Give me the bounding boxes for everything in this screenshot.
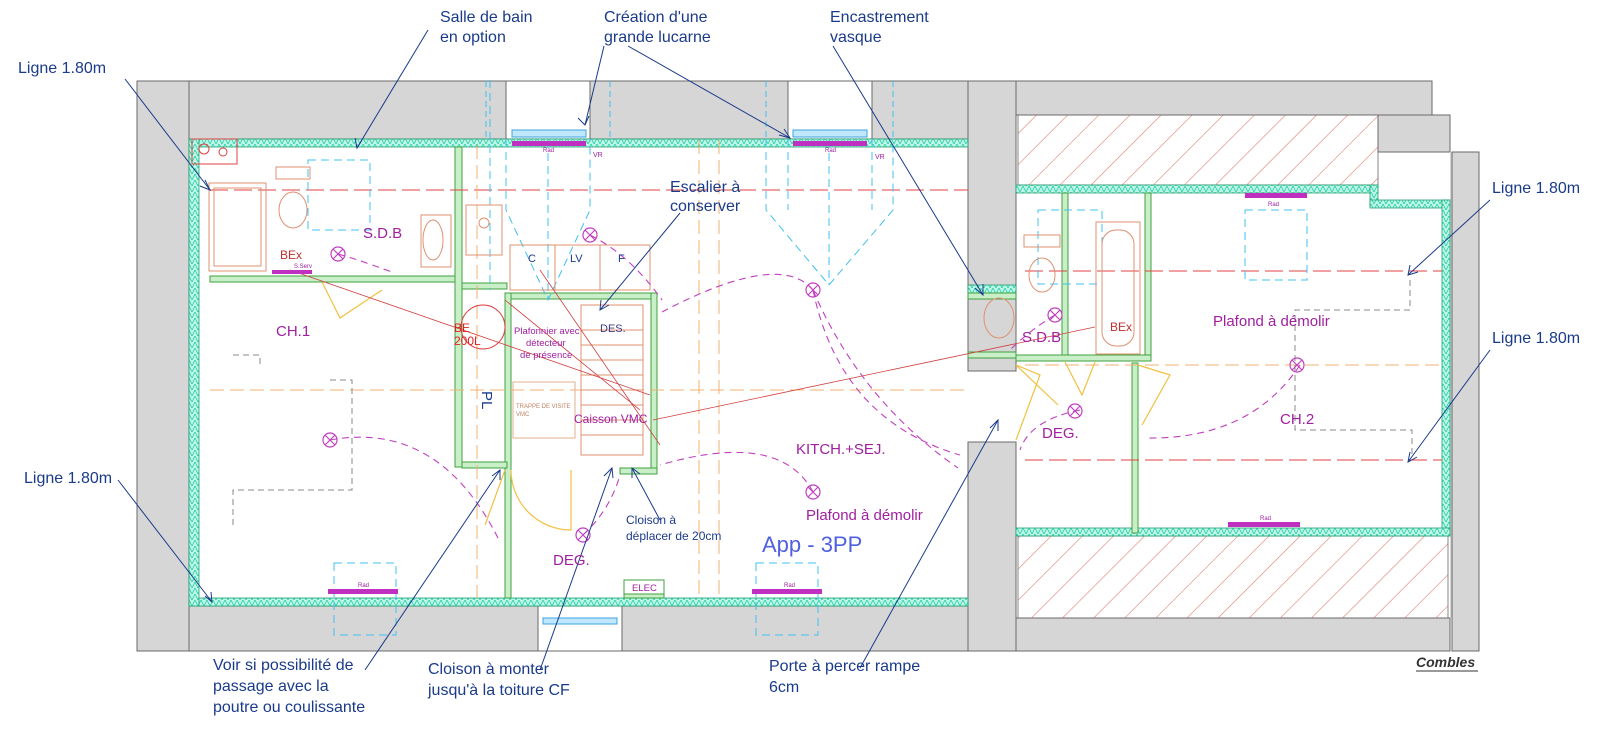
room-deg-1: DEG. (553, 552, 590, 569)
bex-2: BEx (1110, 320, 1132, 334)
trappe-note: TRAPPE DE VISITE VMC (516, 404, 572, 418)
plafonnier-note: Plafonnier avec détecteur de présence (514, 326, 582, 361)
label-c: C (528, 253, 536, 265)
hatched-zone-top (1017, 114, 1379, 186)
room-sdb-2: S.D.B (1022, 329, 1061, 346)
windows (511, 129, 868, 625)
vr-1: VR (593, 152, 603, 159)
rad-label-4: Rad (358, 583, 369, 589)
elec-label: ELEC (632, 583, 657, 594)
annotation-salle-de-bain: Salle de bain en option (440, 9, 537, 46)
vr-2: VR (875, 154, 885, 161)
radiators (272, 141, 1307, 594)
annotation-ligne-right-2: Ligne 1.80m (1492, 330, 1580, 347)
rad-label-3: Rad (1268, 202, 1279, 208)
label-lv: LV (570, 253, 583, 265)
annotation-ligne-top-left: Ligne 1.80m (18, 60, 106, 77)
apartment-label: App - 3PP (762, 532, 862, 557)
be-capacity: 200L (454, 334, 481, 348)
dormer-openings (485, 80, 894, 652)
room-des: DES. (600, 323, 626, 335)
hatched-zone-bottom (1017, 535, 1449, 619)
electrical-red-wires (289, 269, 1096, 446)
annotation-porte: Porte à percer rampe 6cm (769, 658, 925, 696)
room-ch-2: CH.2 (1280, 411, 1314, 428)
annotation-ligne-right-1: Ligne 1.80m (1492, 180, 1580, 197)
s-serv: S.Serv (294, 264, 312, 270)
partitions (209, 146, 1152, 599)
rad-label-2: Rad (825, 148, 836, 154)
bex-1: BEx (280, 248, 302, 262)
rad-label-5: Rad (784, 583, 795, 589)
ceiling-note-1: Plafond à démolir (806, 507, 923, 524)
fixtures (191, 138, 1141, 456)
annotation-ligne-bottom-left: Ligne 1.80m (24, 470, 112, 487)
guide-lines (210, 80, 1442, 636)
label-f: F (618, 253, 625, 265)
rad-label-1: Rad (543, 148, 554, 154)
ceiling-note-2: Plafond à démolir (1213, 313, 1330, 330)
electrical-wiring (329, 234, 1301, 543)
doors (321, 281, 1171, 531)
right-wall (1451, 151, 1480, 652)
annotation-cloison-deplacer: Cloison à déplacer de 20cm (626, 513, 721, 543)
annotation-vasque: Encastrement vasque (830, 9, 933, 46)
annotation-cloison-monter: Cloison à monter jusqu'à la toiture CF (427, 661, 570, 699)
annotation-voir-si: Voir si possibilité de passage avec la p… (213, 657, 365, 716)
room-deg-2: DEG. (1042, 425, 1079, 442)
elec-box (623, 579, 665, 595)
room-ch-1: CH.1 (276, 323, 310, 340)
room-kitchen-sejour: KITCH.+SEJ. (796, 441, 886, 458)
light-fixtures (322, 227, 1305, 543)
annotation-lucarne: Création d'une grande lucarne (604, 9, 712, 46)
room-sdb-1: S.D.B (363, 225, 402, 242)
caisson-vmc: Caisson VMC (574, 412, 648, 426)
be-tank: BE (454, 321, 470, 335)
footer-label: Combles (1416, 654, 1475, 670)
annotation-escalier: Escalier à conserver (670, 179, 745, 215)
rad-label-6: Rad (1260, 516, 1271, 522)
label-pl: PL (478, 391, 495, 409)
leader-lines (117, 29, 1491, 671)
